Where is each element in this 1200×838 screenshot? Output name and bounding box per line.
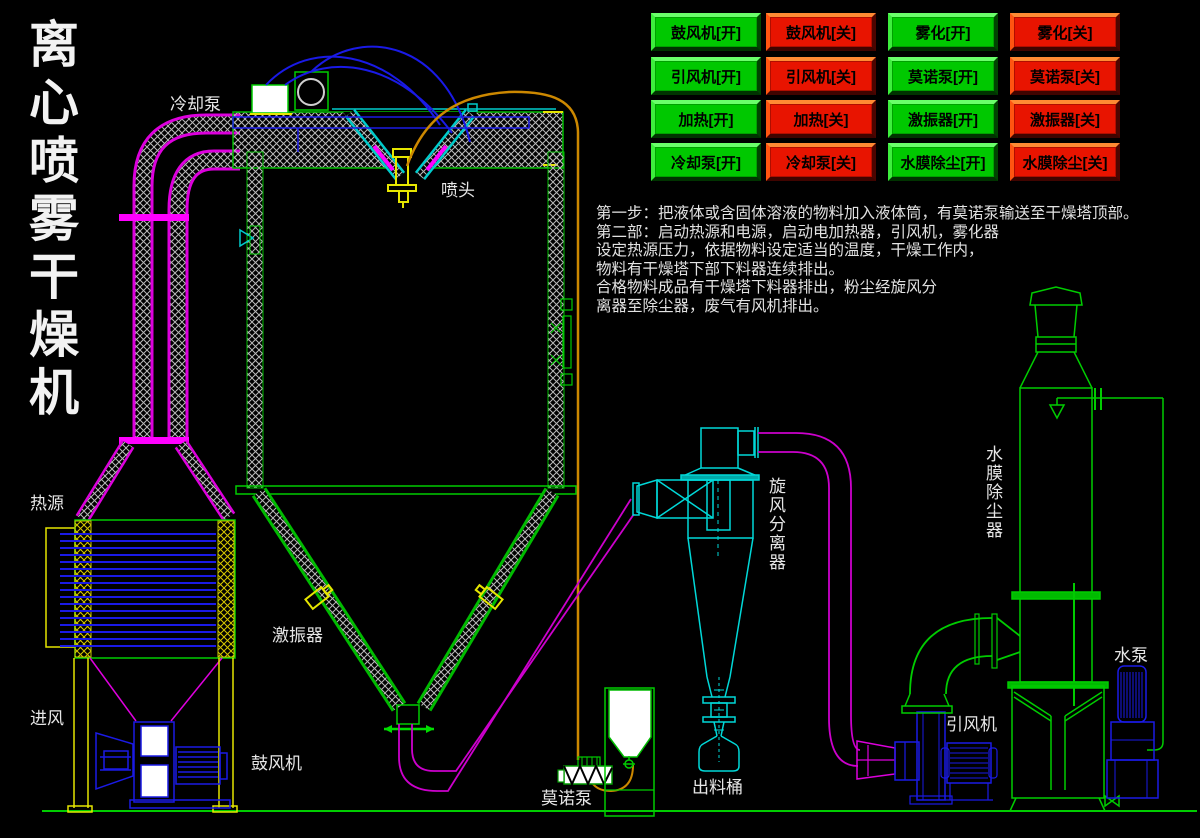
control-button[interactable]: 雾化[开] (888, 13, 998, 51)
discharge-barrel (698, 735, 740, 772)
heater-elements (60, 533, 216, 647)
control-button[interactable]: 冷却泵[关] (766, 143, 876, 181)
control-button[interactable]: 加热[关] (766, 100, 876, 138)
control-button[interactable]: 水膜除尘[开] (888, 143, 998, 181)
control-button[interactable]: 引风机[开] (651, 57, 761, 95)
support-legs (73, 658, 234, 808)
control-button[interactable]: 引风机[关] (766, 57, 876, 95)
water-pump (1106, 665, 1159, 799)
sight-gauge (550, 298, 573, 386)
blower (95, 721, 231, 809)
vibrator-left (304, 583, 334, 611)
wall-fitting (239, 228, 255, 248)
instruction-line: 第二部：启动热源和电源，启动电加热器，引风机，雾化器 (596, 223, 1000, 241)
liquid-tank (604, 687, 655, 817)
instruction-line: 设定热源压力，依据物料设定适当的温度，干燥工作内， (596, 242, 984, 260)
instruction-line: 第一步：把液体或含固体溶液的物料加入液体筒，有莫诺泵输送至干燥塔顶部。 (596, 205, 1139, 222)
cooling-pump (250, 45, 471, 143)
heat-source (45, 519, 238, 813)
instruction-line: 合格物料成品有干燥塔下料器排出，粉尘经旋风分 (596, 279, 938, 297)
control-button[interactable]: 莫诺泵[开] (888, 57, 998, 95)
cyclone-to-fan-pipes (758, 432, 861, 767)
motor-circle (297, 78, 325, 106)
hot-air-pipes (75, 113, 240, 523)
control-button[interactable]: 激振器[关] (1010, 100, 1120, 138)
instruction-line: 物料有干燥塔下部下料器连续排出。 (596, 260, 845, 278)
control-button[interactable]: 鼓风机[开] (651, 13, 761, 51)
pipe-flange (119, 214, 189, 221)
control-button[interactable]: 冷却泵[开] (651, 143, 761, 181)
drying-tower (232, 103, 577, 733)
feed-pipe (405, 90, 634, 793)
vibrator-right (474, 583, 504, 611)
pipe-flange (119, 437, 189, 444)
mono-pump (557, 756, 613, 787)
water-film-scrubber (1007, 286, 1164, 812)
page-title: 离心喷雾干燥机 (22, 18, 78, 424)
control-button[interactable]: 激振器[开] (888, 100, 998, 138)
control-button[interactable]: 鼓风机[关] (766, 13, 876, 51)
control-panel: 鼓风机[开]鼓风机[关] 雾化[开] 雾化[关] 引风机[开]引风机[关] 莫诺泵[开]… (651, 13, 1131, 188)
control-button[interactable]: 雾化[关] (1010, 13, 1120, 51)
cone-to-cyclone-pipes (398, 498, 635, 792)
elbow-duct (909, 613, 1021, 695)
induced-draft-fan (856, 693, 998, 805)
instruction-line: 离器至除尘器，废气有风机排出。 (596, 297, 829, 315)
cyclone-separator (632, 427, 760, 772)
control-button[interactable]: 加热[开] (651, 100, 761, 138)
control-button[interactable]: 水膜除尘[关] (1010, 143, 1120, 181)
process-instructions: 第一步：把液体或含固体溶液的物料加入液体筒，有莫诺泵输送至干燥塔顶部。第二部：启… (596, 205, 1200, 317)
control-button[interactable]: 莫诺泵[关] (1010, 57, 1120, 95)
air-funnel (89, 657, 223, 722)
